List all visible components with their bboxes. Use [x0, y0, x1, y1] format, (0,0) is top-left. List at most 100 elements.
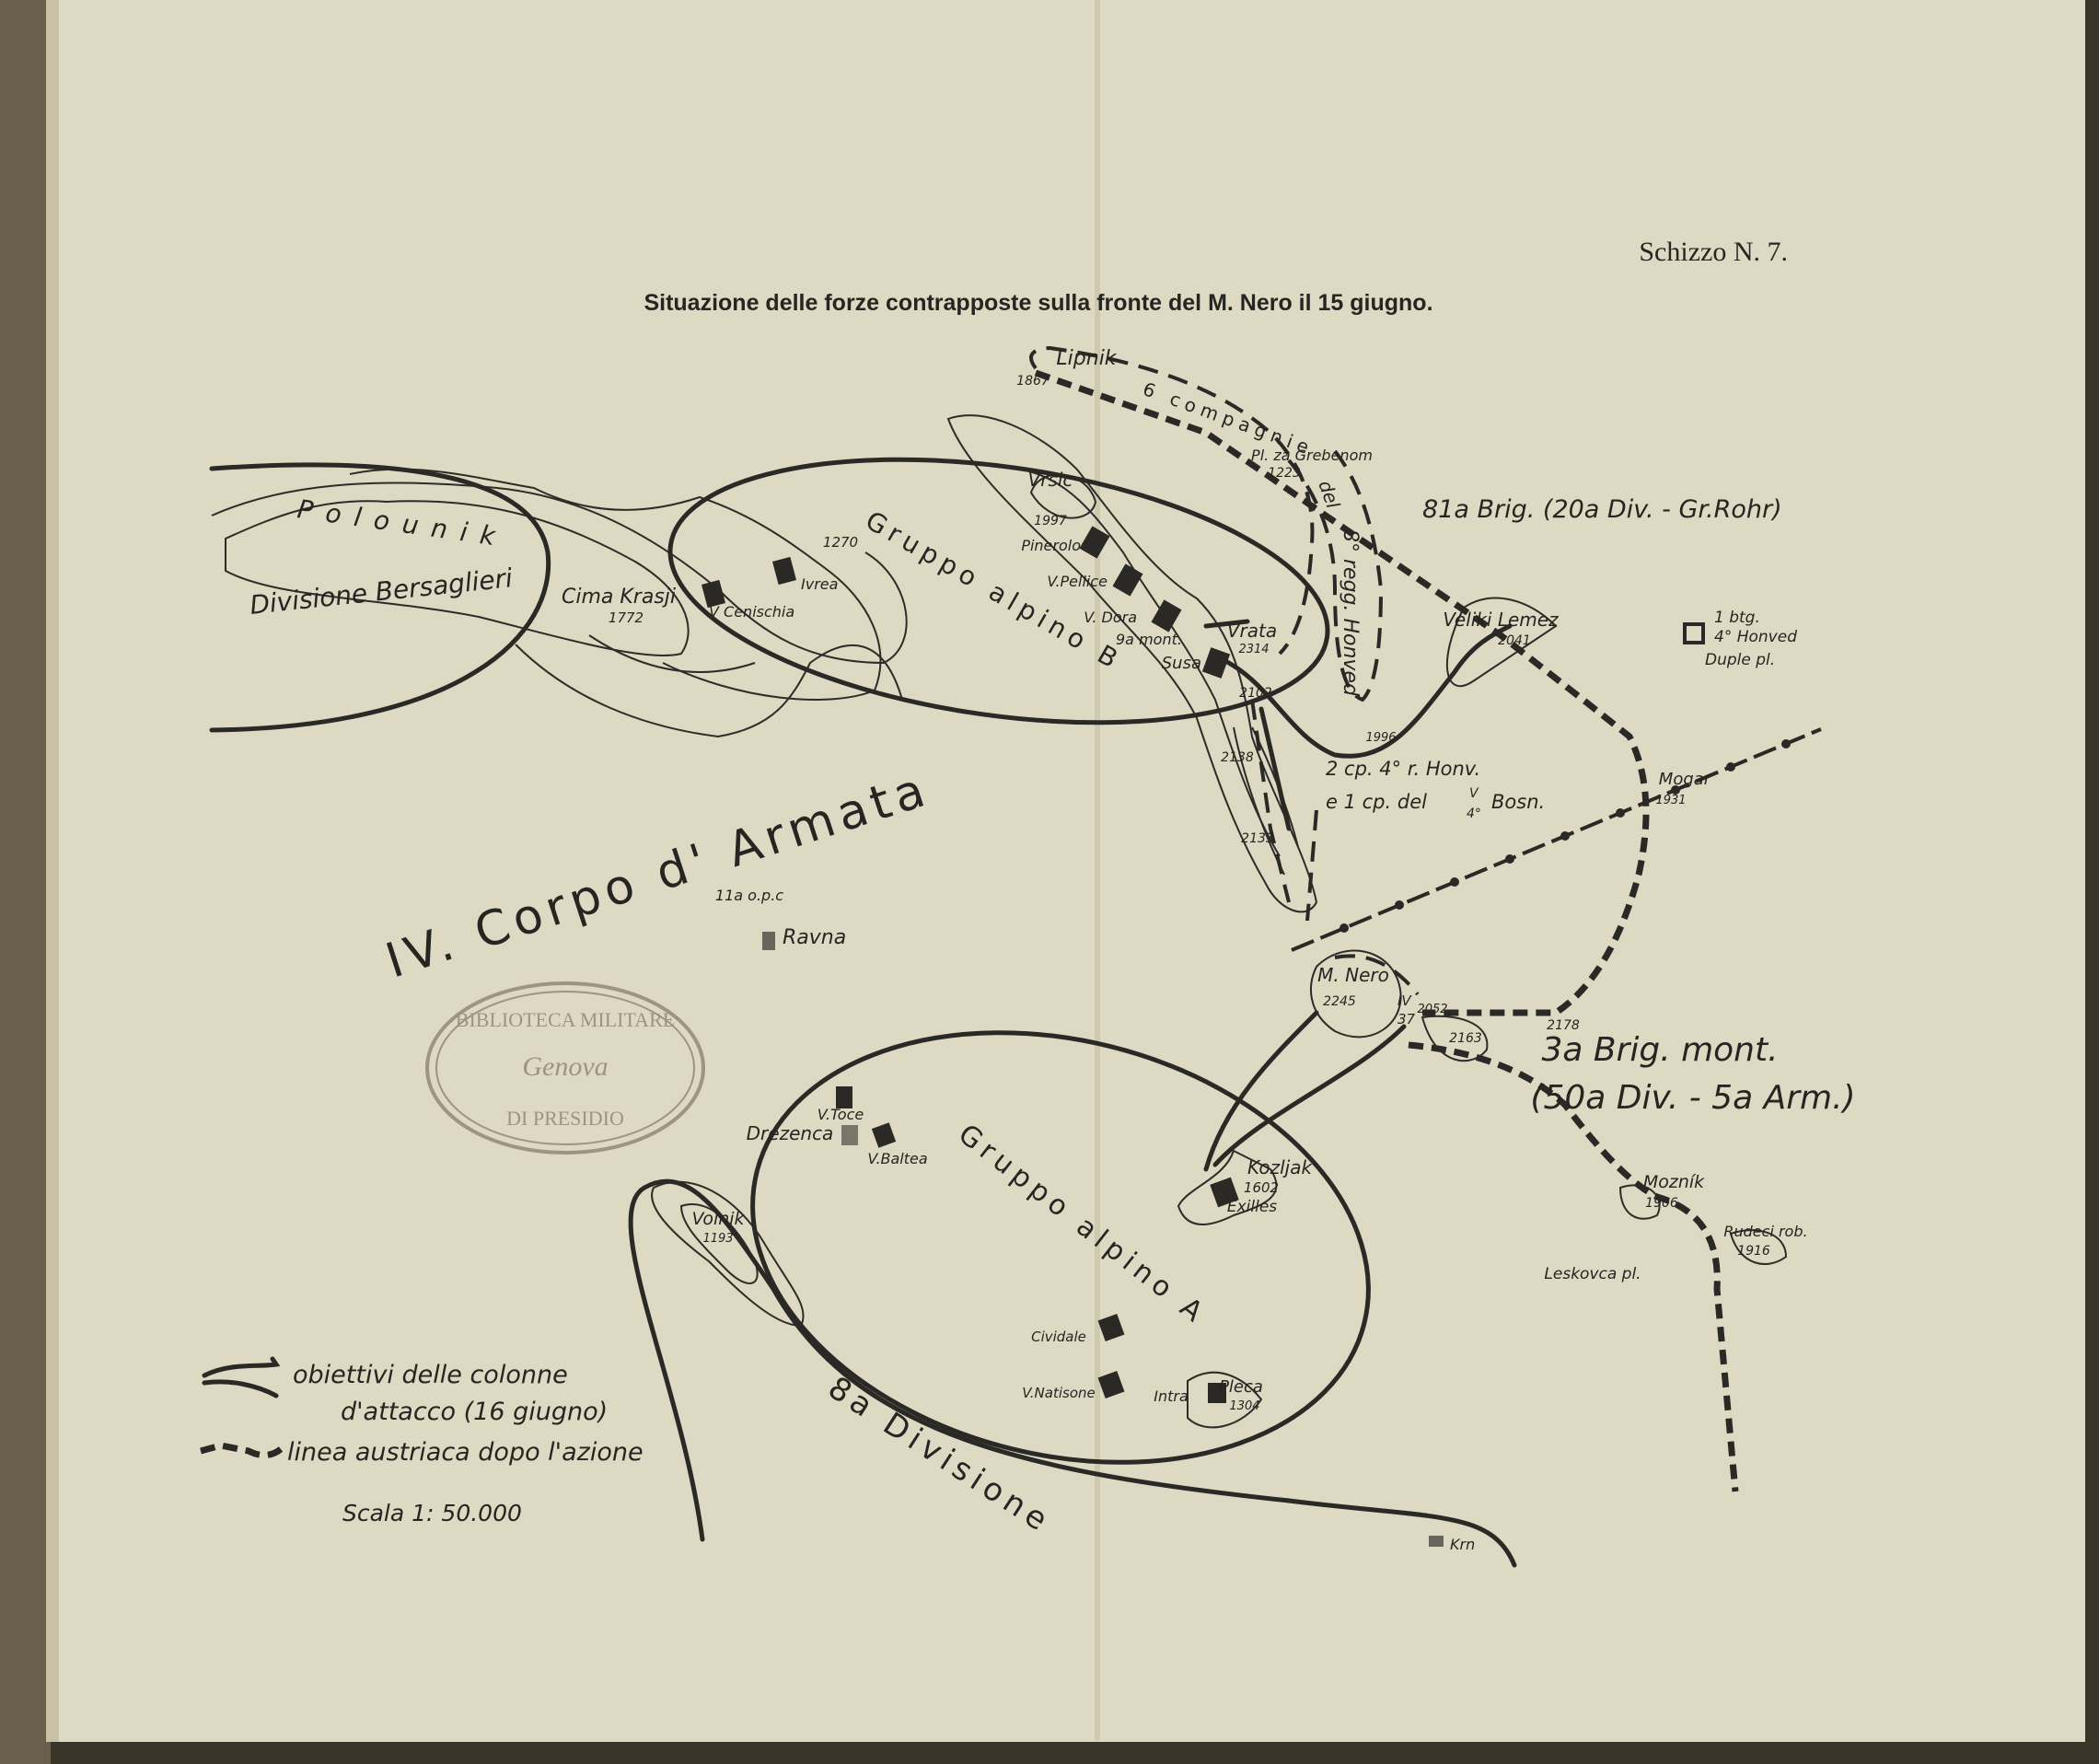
svg-text:Pinerolo: Pinerolo: [1021, 537, 1081, 554]
legend-objectives-line2: d'attacco (16 giugno): [341, 1398, 608, 1426]
svg-text:1223: 1223: [1268, 466, 1301, 481]
svg-text:Intra: Intra: [1154, 1387, 1189, 1405]
sketch-number: Schizzo N. 7.: [1639, 237, 1788, 267]
unit-honved-btg-icon: [1683, 622, 1705, 644]
cp-bosn-label: Bosn.: [1491, 791, 1545, 813]
svg-text:V.Natisone: V.Natisone: [1022, 1385, 1096, 1401]
place-kozljak: Kozljak: [1247, 1156, 1314, 1178]
place-leskovca: Leskovca pl.: [1544, 1265, 1641, 1283]
place-ravna: Ravna: [783, 926, 846, 949]
place-krn: Krn: [1450, 1536, 1475, 1553]
svg-text:Cividale: Cividale: [1031, 1329, 1086, 1345]
paper: [18, 0, 2085, 1742]
div8-boundary: [628, 1178, 1517, 1568]
austrian-front-line: [1217, 623, 1513, 759]
place-duple: Duple pl.: [1705, 651, 1775, 669]
book-spine-edge: [0, 0, 51, 1764]
cp-label-line1: 2 cp. 4° r. Honv.: [1326, 758, 1480, 780]
place-cima-krasji: Cima Krasji: [562, 586, 676, 609]
page-edge-shadow: [46, 0, 59, 1742]
gruppo-b-boundary: [667, 457, 1330, 725]
svg-text:2102: 2102: [1239, 686, 1272, 701]
bersaglieri-boundary: [209, 462, 551, 733]
svg-text:DI PRESIDIO: DI PRESIDIO: [506, 1107, 624, 1130]
svg-text:1193: 1193: [702, 1232, 733, 1246]
opc-label: 11a o.p.c: [715, 887, 783, 904]
unit-natisone-icon: [1097, 1370, 1125, 1399]
svg-text:1906: 1906: [1645, 1196, 1678, 1211]
place-lipnik: Lipnik: [1056, 347, 1117, 370]
svg-text:2138: 2138: [1221, 750, 1254, 765]
brig3-label-line2: (50a Div. - 5a Arm.): [1530, 1079, 1855, 1117]
unit-toce-icon: [836, 1086, 852, 1108]
svg-text:2133: 2133: [1241, 831, 1274, 846]
place-grebenom: Pl. za Grebenom: [1251, 447, 1373, 464]
svg-text:V. Dora: V. Dora: [1084, 609, 1137, 626]
place-m-nero: M. Nero: [1317, 964, 1389, 986]
svg-text:1602: 1602: [1244, 1179, 1279, 1196]
unit-cenischia-icon: [701, 579, 726, 609]
btg-label-line2: 4° Honved: [1714, 628, 1797, 646]
legend: obiettivi delle colonne d'attacco (16 gi…: [200, 1356, 644, 1526]
svg-text:2245: 2245: [1323, 994, 1356, 1009]
place-drezenca: Drezenca: [747, 1122, 834, 1144]
svg-text:BIBLIOTECA MILITARE: BIBLIOTECA MILITARE: [456, 1008, 675, 1031]
place-vrsic: Vrsic: [1028, 469, 1073, 491]
svg-text:V.Toce: V.Toce: [818, 1106, 864, 1123]
svg-text:1270: 1270: [823, 534, 858, 551]
unit-exilles-icon: [1210, 1177, 1239, 1208]
iv37-numerator: IV: [1397, 992, 1412, 1009]
unit-cividale-icon: [1097, 1313, 1125, 1342]
iv37-denominator: 37: [1397, 1011, 1416, 1027]
attack-arrows: [1203, 619, 1407, 1172]
formation-boundaries: [209, 457, 1517, 1568]
cp-fraction-numerator: V: [1469, 786, 1479, 801]
svg-text:V.Baltea: V.Baltea: [867, 1150, 927, 1167]
legend-objectives-line1: obiettivi delle colonne: [293, 1361, 568, 1389]
unit-baltea-icon: [871, 1122, 897, 1148]
cp-fraction-denominator: 4°: [1467, 807, 1481, 821]
svg-text:2178: 2178: [1547, 1018, 1580, 1033]
svg-text:V.Pellice: V.Pellice: [1047, 573, 1107, 590]
terrain-contours: [211, 414, 1788, 1429]
library-stamp: BIBLIOTECA MILITARE Genova DI PRESIDIO: [425, 981, 705, 1155]
unit-krn-icon: [1429, 1536, 1444, 1547]
svg-text:2163: 2163: [1449, 1031, 1482, 1046]
svg-text:1931: 1931: [1655, 794, 1686, 807]
objective-arrow-icon: [202, 1356, 281, 1398]
svg-text:Genova: Genova: [522, 1051, 608, 1082]
unit-pinerolo-icon: [1079, 526, 1110, 559]
place-labels: Polounik Cima Krasji 1772 1270 Lipnik 18…: [296, 347, 1808, 1553]
unit-ivrea-icon: [771, 556, 797, 586]
austrian-lines: [1029, 345, 1739, 1492]
place-moznik: Mozník: [1643, 1172, 1705, 1192]
unit-intra-icon: [1208, 1383, 1226, 1403]
place-veliki-lemez: Veliki Lemez: [1443, 609, 1559, 631]
unit-drezenca-icon: [841, 1125, 858, 1145]
nine-mont-label: 9a mont.: [1116, 631, 1182, 648]
svg-text:1997: 1997: [1034, 514, 1067, 528]
place-vrata: Vrata: [1227, 620, 1277, 642]
svg-text:V Cenischia: V Cenischia: [709, 603, 794, 621]
btg-label-line1: 1 btg.: [1714, 609, 1760, 627]
map-title: Situazione delle forze contrapposte sull…: [644, 290, 1432, 316]
svg-text:1304: 1304: [1229, 1399, 1259, 1413]
unit-susa-icon: [1201, 647, 1231, 679]
gruppo-a-boundary: [750, 1030, 1371, 1465]
battalion-labels: Ivrea V Cenischia Pinerolo V.Pellice V. …: [709, 537, 1277, 1405]
svg-text:2041: 2041: [1498, 633, 1531, 648]
honved8-label: 8° regg. Honved: [1339, 529, 1362, 697]
legend-scale: Scala 1: 50.000: [342, 1500, 522, 1526]
unit-dora-icon: [1151, 599, 1182, 632]
svg-text:Exilles: Exilles: [1227, 1198, 1277, 1216]
brig3-label-line1: 3a Brig. mont.: [1541, 1031, 1778, 1069]
svg-text:2314: 2314: [1238, 643, 1269, 656]
place-pleca: Pleca: [1219, 1377, 1263, 1397]
place-mogar: Mogar: [1659, 770, 1712, 789]
svg-text:2052: 2052: [1417, 1003, 1447, 1016]
svg-text:1867: 1867: [1016, 374, 1050, 389]
austrian-line-icon: [200, 1442, 284, 1458]
railway-line: [1291, 727, 1822, 952]
svg-text:1996: 1996: [1365, 731, 1396, 745]
